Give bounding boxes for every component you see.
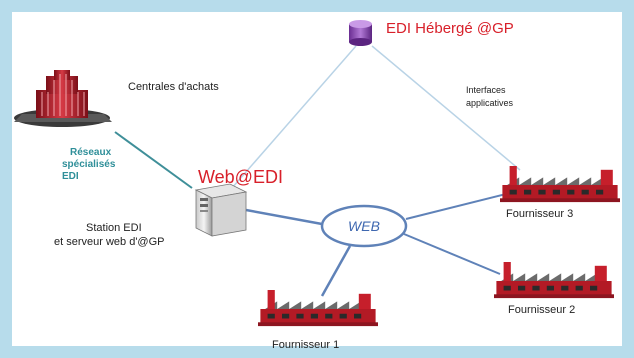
edi-heberge-label: EDI Hébergé @GP [386, 20, 514, 37]
factory-icon-fournisseur2 [494, 262, 614, 299]
database-icon [349, 20, 372, 46]
fournisseur-2-label: Fournisseur 2 [508, 304, 575, 316]
fournisseur-1-label: Fournisseur 1 [272, 339, 339, 351]
interfaces-label: Interfaces applicatives [466, 85, 514, 108]
reseaux-label-line3: EDI [62, 171, 79, 182]
station-label: Station EDI et serveur web d'@GP [54, 222, 164, 248]
factory-icon-fournisseur1 [258, 290, 378, 327]
server-icon [194, 183, 248, 237]
web-label: WEB [348, 218, 380, 234]
link-db-fournisseur3 [371, 45, 521, 171]
link-web-fournisseur1 [320, 245, 352, 297]
web-cloud [320, 204, 408, 248]
link-db-station [231, 45, 357, 189]
link-web-fournisseur2 [403, 233, 501, 275]
station-label-line2: et serveur web d'@GP [54, 236, 164, 248]
link-station-web [245, 208, 323, 226]
interfaces-label-line2: applicatives [466, 98, 514, 108]
web-edi-label: Web@EDI [198, 167, 283, 187]
factory-icon-fournisseur3 [500, 166, 620, 203]
link-centrales-station [114, 131, 193, 189]
building-icon [14, 70, 112, 127]
link-web-fournisseur3 [405, 192, 511, 220]
fournisseur-3-label: Fournisseur 3 [506, 208, 573, 220]
reseaux-label-line2: spécialisés [62, 159, 116, 170]
centrales-label: Centrales d'achats [128, 81, 219, 93]
station-label-line1: Station EDI [86, 222, 142, 234]
reseaux-label: Réseaux spécialisés EDI [62, 147, 118, 182]
reseaux-label-line1: Réseaux [70, 147, 112, 158]
interfaces-label-line1: Interfaces [466, 85, 506, 95]
